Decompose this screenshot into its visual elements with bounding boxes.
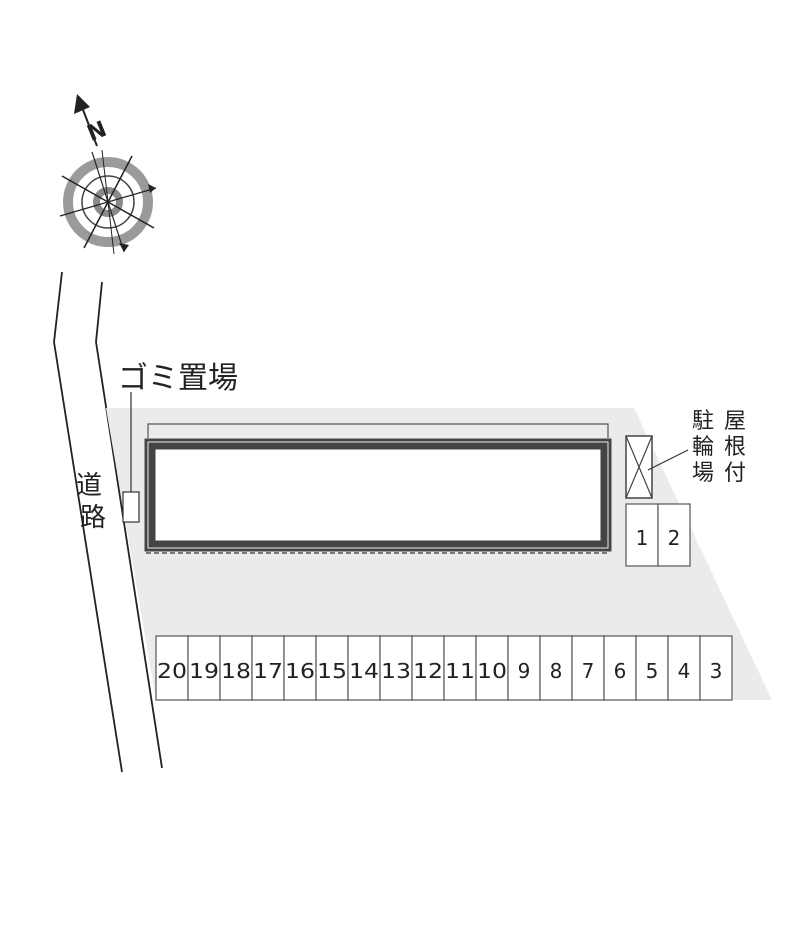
parking-slot-label: 14: [349, 659, 379, 683]
road: [53, 271, 163, 773]
parking-slot-label: 7: [582, 659, 595, 683]
parking-slot: [603, 635, 637, 701]
bike-label-1-2: 輪: [692, 435, 714, 460]
parking-slot: [379, 635, 413, 701]
bike-label-2-1: 屋: [724, 409, 746, 434]
bike-label-2-2: 根: [724, 435, 746, 460]
parking-slot: [187, 635, 221, 701]
garbage-label: ゴミ置場: [118, 361, 238, 396]
road-label-char-2: 路: [80, 503, 106, 533]
parking-slot: [251, 635, 285, 701]
bike-parking-leader-line: [647, 449, 689, 471]
parking-slot-label: 16: [285, 659, 315, 683]
parking-slot-label: 11: [445, 659, 475, 683]
parking-slot: [507, 635, 541, 701]
parking-slot-label: 20: [157, 659, 187, 683]
parking-slot: [219, 635, 253, 701]
parking-slot: [539, 635, 573, 701]
site-boundary-line: [147, 423, 609, 438]
parking-slot: [571, 635, 605, 701]
parking-slot-label: 15: [317, 659, 347, 683]
compass-icon: [59, 94, 157, 255]
parking-slot-label: 5: [646, 659, 659, 683]
road-label-char-1: 道: [76, 471, 102, 501]
parking-slot-label: 4: [678, 659, 691, 683]
parking-slot-label: 6: [614, 659, 627, 683]
parking-slot: [155, 635, 189, 701]
parking-slot-label: 17: [253, 659, 283, 683]
parking-slot: [411, 635, 445, 701]
parking-slot-label: 18: [221, 659, 251, 683]
bike-label-1-3: 場: [692, 461, 714, 486]
parking-slot-side-label: 1: [636, 526, 649, 550]
parking-slot-label: 19: [189, 659, 219, 683]
parking-slot: [315, 635, 349, 701]
building: [144, 438, 612, 554]
garbage-area: [122, 491, 140, 523]
bike-parking: [625, 435, 653, 499]
side-parking-slots: 1 2: [625, 503, 691, 567]
parking-slot-side-1: [625, 503, 659, 567]
parking-slot-side-2: [657, 503, 691, 567]
parking-slot-label: 8: [550, 659, 563, 683]
bike-label-2-3: 付: [724, 461, 746, 486]
parking-slot: [635, 635, 669, 701]
parking-slot-label: 13: [381, 659, 411, 683]
parking-slot-label: 3: [710, 659, 723, 683]
parking-slot-label: 10: [477, 659, 507, 683]
parking-slot-label: 9: [518, 659, 531, 683]
bike-label-1-1: 駐: [692, 409, 714, 434]
parking-slot-label: 12: [413, 659, 443, 683]
north-label: N: [84, 117, 110, 147]
parking-slot-side-label: 2: [668, 526, 681, 550]
parking-slot: [699, 635, 733, 701]
parking-slot: [347, 635, 381, 701]
